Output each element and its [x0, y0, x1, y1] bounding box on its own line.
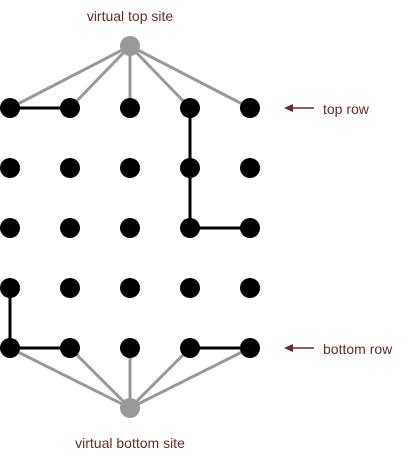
virtual-top-site	[120, 36, 140, 56]
virtual-sites	[120, 36, 140, 418]
grid-site	[240, 278, 260, 298]
virtual-top-bond	[9, 44, 131, 110]
grid-site	[180, 158, 200, 178]
top-row-arrow-head	[284, 104, 293, 112]
virtual-bottom-bond	[68, 346, 132, 410]
row-arrows	[284, 104, 314, 352]
grid-site	[0, 98, 20, 118]
bottom-row-label: bottom row	[323, 341, 393, 357]
grid-site	[240, 158, 260, 178]
grid-site	[180, 338, 200, 358]
virtual-bottom-bond	[9, 346, 131, 410]
grid-site	[60, 218, 80, 238]
grid-site	[180, 98, 200, 118]
grid-site	[120, 338, 140, 358]
grid-site	[0, 278, 20, 298]
grid-site	[60, 158, 80, 178]
grid-site	[60, 338, 80, 358]
top-row-label: top row	[323, 101, 369, 117]
grid-site	[120, 98, 140, 118]
virtual-bottom-bond	[129, 346, 251, 410]
grid-site	[0, 158, 20, 178]
virtual-bottom-bond	[128, 346, 192, 410]
bottom-row-arrow-head	[284, 344, 293, 352]
grid-site	[180, 278, 200, 298]
grid-site	[120, 278, 140, 298]
grid-sites	[0, 98, 260, 358]
grid-site	[0, 338, 20, 358]
virtual-bottom-site-label: virtual bottom site	[75, 435, 185, 451]
grid-site	[180, 218, 200, 238]
virtual-bottom-site	[120, 398, 140, 418]
grid-site	[240, 98, 260, 118]
grid-site	[60, 98, 80, 118]
grid-site	[240, 218, 260, 238]
grid-site	[120, 158, 140, 178]
grid-site	[0, 218, 20, 238]
virtual-top-bond	[129, 44, 251, 110]
grid-site	[60, 278, 80, 298]
virtual-top-bond	[68, 44, 132, 110]
grid-site	[240, 338, 260, 358]
grid-site	[120, 218, 140, 238]
virtual-top-site-label: virtual top site	[86, 8, 174, 24]
virtual-top-bond	[128, 44, 192, 110]
